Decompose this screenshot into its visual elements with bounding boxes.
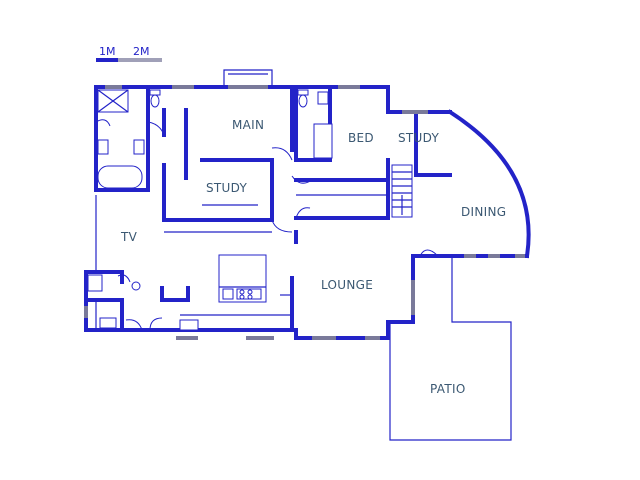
basin-icon xyxy=(133,139,145,155)
scale-bar: 1M 2M xyxy=(96,45,162,62)
toilet-icon xyxy=(298,94,308,108)
scale-label-1m: 1M xyxy=(99,45,116,58)
kitchen-island xyxy=(131,254,267,331)
basin-icon xyxy=(131,281,141,291)
room-labels: MAIN BED STUDY STUDY DINING TV LOUNGE PA… xyxy=(120,118,506,396)
room-label-main: MAIN xyxy=(232,118,264,132)
sink-icon xyxy=(179,319,199,331)
bay-window xyxy=(223,69,273,87)
room-label-patio: PATIO xyxy=(430,382,466,396)
basin-icon xyxy=(99,317,117,329)
room-label-study-center: STUDY xyxy=(206,181,248,195)
room-label-dining: DINING xyxy=(461,205,506,219)
windows xyxy=(84,85,525,340)
patio-outline xyxy=(389,256,512,441)
toilet-icon xyxy=(87,274,103,292)
interior-walls xyxy=(94,85,452,340)
shower-icon xyxy=(313,123,333,159)
staircase xyxy=(391,164,413,218)
room-label-study-right: STUDY xyxy=(398,131,440,145)
room-label-bed: BED xyxy=(348,131,374,145)
toilet-icon xyxy=(150,94,160,108)
room-label-lounge: LOUNGE xyxy=(321,278,373,292)
interior-thin-lines xyxy=(95,194,388,330)
doors xyxy=(95,119,439,331)
bathtub-icon xyxy=(97,165,143,189)
basin-icon xyxy=(97,139,109,155)
scale-label-2m: 2M xyxy=(133,45,150,58)
sink-icon xyxy=(222,288,234,300)
bathroom-fixtures xyxy=(87,89,333,329)
basin-icon xyxy=(317,91,329,105)
room-label-tv: TV xyxy=(120,230,138,244)
